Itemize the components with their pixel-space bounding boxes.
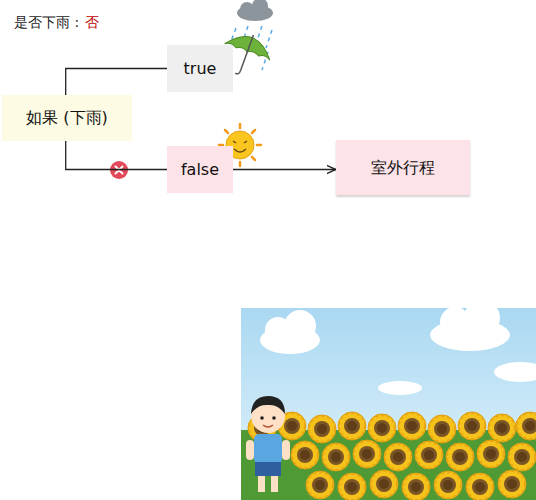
box-label: false <box>181 160 219 179</box>
box-label: 室外行程 <box>371 158 435 177</box>
decision-box: 如果 (下雨) <box>2 95 132 141</box>
false-branch-box: false <box>167 146 233 193</box>
branch-line <box>66 141 167 170</box>
true-branch-box: true <box>167 45 233 92</box>
box-label: true <box>184 59 217 78</box>
status-line: 是否下雨 : 否 <box>14 14 99 31</box>
box-label: 如果 (下雨) <box>26 108 108 127</box>
status-caption: 是否下雨 : <box>14 14 79 31</box>
action-box: 室外行程 <box>336 140 470 195</box>
sunflower-field-picture <box>241 300 536 500</box>
branch-line <box>66 69 167 96</box>
flow-arrow <box>233 169 336 170</box>
status-value: 否 <box>85 14 99 31</box>
